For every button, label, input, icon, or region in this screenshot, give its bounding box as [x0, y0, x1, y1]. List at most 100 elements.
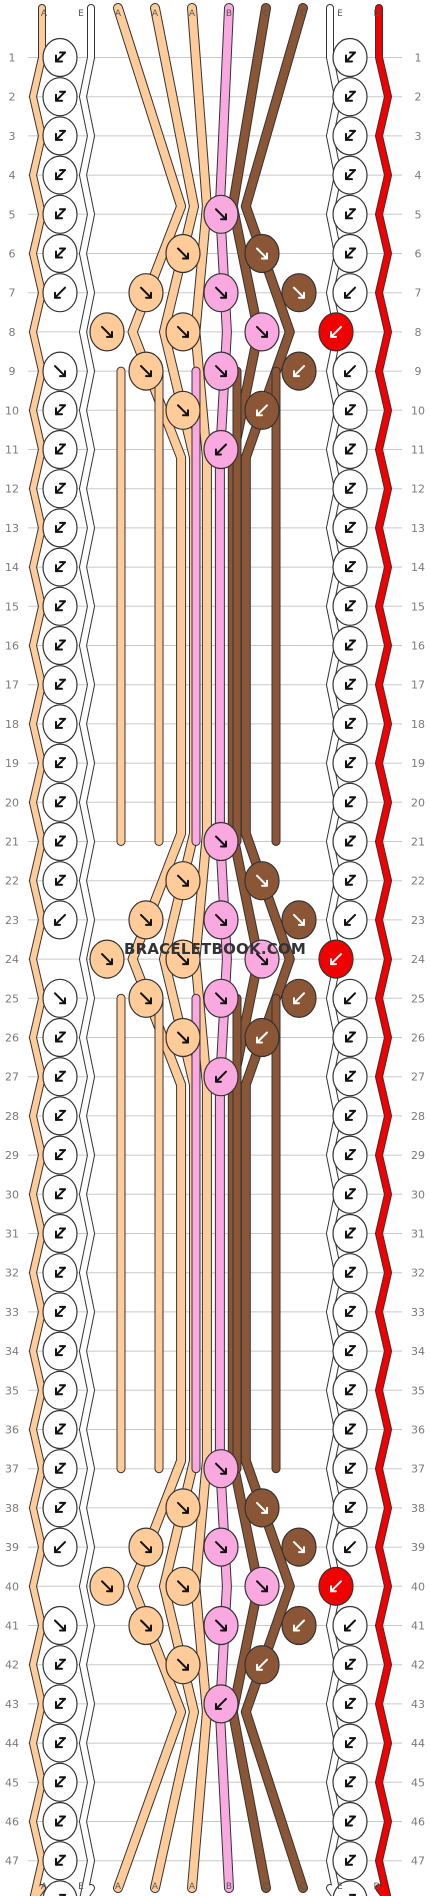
row-label: 39	[5, 1541, 19, 1554]
knot-arrow-head	[54, 291, 61, 299]
row-label: 28	[5, 1110, 19, 1123]
string-label: C	[263, 1882, 269, 1892]
knot-arrow-head	[293, 997, 300, 1005]
knot	[332, 625, 368, 666]
knot-arrow-shaft	[345, 129, 356, 141]
knot-arrow-shaft	[55, 600, 66, 612]
knot-arrow-head	[182, 1036, 189, 1044]
knot	[165, 1488, 201, 1528]
knot-arrow-head	[220, 918, 227, 926]
knot-arrow-head	[106, 958, 113, 966]
knot	[332, 1527, 368, 1567]
knot-arrow-shaft	[256, 953, 268, 966]
knot-ellipse	[42, 1880, 78, 1896]
knot-arrow-shaft	[215, 835, 227, 848]
knot	[318, 939, 354, 979]
knot-arrow-shaft	[345, 1305, 356, 1317]
knot	[203, 273, 239, 313]
knot-arrow-shaft	[54, 365, 66, 378]
knot-arrow-shaft	[345, 717, 356, 729]
knot	[42, 1057, 78, 1097]
knot-arrow-head	[345, 1737, 356, 1749]
knot	[89, 939, 125, 979]
knot	[42, 351, 78, 391]
knot-arrow-head	[345, 1149, 356, 1161]
knot-arrow-shaft	[345, 835, 356, 847]
knot	[332, 77, 368, 117]
knot-arrow-head	[330, 1585, 337, 1593]
row-label: 47	[411, 1855, 425, 1868]
knot	[42, 1174, 78, 1214]
knot-arrow-shaft	[55, 1697, 66, 1709]
knot-arrow-head	[345, 90, 356, 102]
knot-arrow-head	[59, 1624, 66, 1632]
row-label: 3	[9, 130, 16, 143]
row-label: 21	[411, 836, 425, 849]
row-label: 43	[5, 1698, 19, 1711]
row-label: 16	[411, 640, 425, 653]
knot-arrow-shaft	[55, 1149, 66, 1161]
knot	[332, 1253, 368, 1293]
row-label: 15	[411, 600, 425, 613]
knot	[203, 1684, 239, 1724]
row-label: 20	[5, 796, 19, 809]
row-label: 20	[411, 796, 425, 809]
knot-arrow-shaft	[55, 796, 66, 808]
row-label: 12	[411, 483, 425, 496]
knot-arrow-shaft	[55, 1423, 66, 1435]
knot-arrow-shaft	[345, 874, 356, 886]
knot	[332, 1331, 368, 1371]
row-labels-right: 1234567891011121314151617181920212223242…	[411, 52, 425, 1896]
knot-arrow-shaft	[345, 561, 356, 573]
knot-arrow-shaft	[344, 1619, 356, 1632]
knot-arrow-head	[261, 1506, 268, 1514]
knot	[42, 1213, 78, 1254]
knot	[42, 1527, 78, 1567]
knot	[128, 273, 164, 313]
knot	[281, 900, 317, 940]
knot	[42, 743, 78, 783]
knot-arrow-shaft	[345, 796, 356, 808]
knot-arrow-shaft	[177, 325, 189, 338]
row-label: 6	[415, 248, 422, 261]
row-label: 32	[5, 1267, 19, 1280]
knot-arrow-head	[55, 1501, 66, 1513]
knot-arrow-head	[261, 330, 268, 338]
knot	[42, 1880, 78, 1896]
row-label: 25	[411, 992, 425, 1005]
knot	[332, 1723, 368, 1763]
knot	[42, 1292, 78, 1332]
knot-arrow-shaft	[345, 1854, 356, 1866]
knot-arrow-shaft	[345, 1462, 356, 1474]
row-label: 33	[5, 1306, 19, 1319]
row-label: 25	[5, 992, 19, 1005]
knot-arrow-shaft	[256, 1031, 268, 1044]
knot-arrow-head	[345, 1305, 356, 1317]
knot-arrow-head	[55, 1854, 66, 1866]
knot	[332, 1880, 368, 1896]
knot	[332, 1292, 368, 1332]
knot	[42, 1762, 78, 1802]
knot-arrow-shaft	[345, 1266, 356, 1278]
knot-arrow-head	[345, 247, 356, 259]
knot-arrow-shaft	[177, 1580, 189, 1593]
knot	[42, 1605, 78, 1646]
knot-arrow-shaft	[55, 90, 66, 102]
knot-arrow-head	[215, 1075, 222, 1083]
knot-arrow-shaft	[293, 1619, 305, 1632]
knot	[42, 704, 78, 744]
string-label: A	[189, 1882, 196, 1892]
knot-arrow-head	[55, 482, 66, 494]
row-label: 16	[5, 640, 19, 653]
string-label: D	[374, 1882, 381, 1892]
knot-arrow-shaft	[345, 247, 356, 259]
knot-arrow-shaft	[345, 1384, 356, 1396]
knot-arrow-shaft	[345, 90, 356, 102]
knot-arrow-head	[215, 1702, 222, 1710]
knot-arrow-head	[55, 1658, 66, 1670]
knot-arrow-shaft	[345, 1776, 356, 1788]
knot-arrow-shaft	[55, 1384, 66, 1396]
knot-arrow-shaft	[256, 404, 268, 417]
knot	[332, 704, 368, 744]
knot-arrow-head	[298, 291, 305, 299]
